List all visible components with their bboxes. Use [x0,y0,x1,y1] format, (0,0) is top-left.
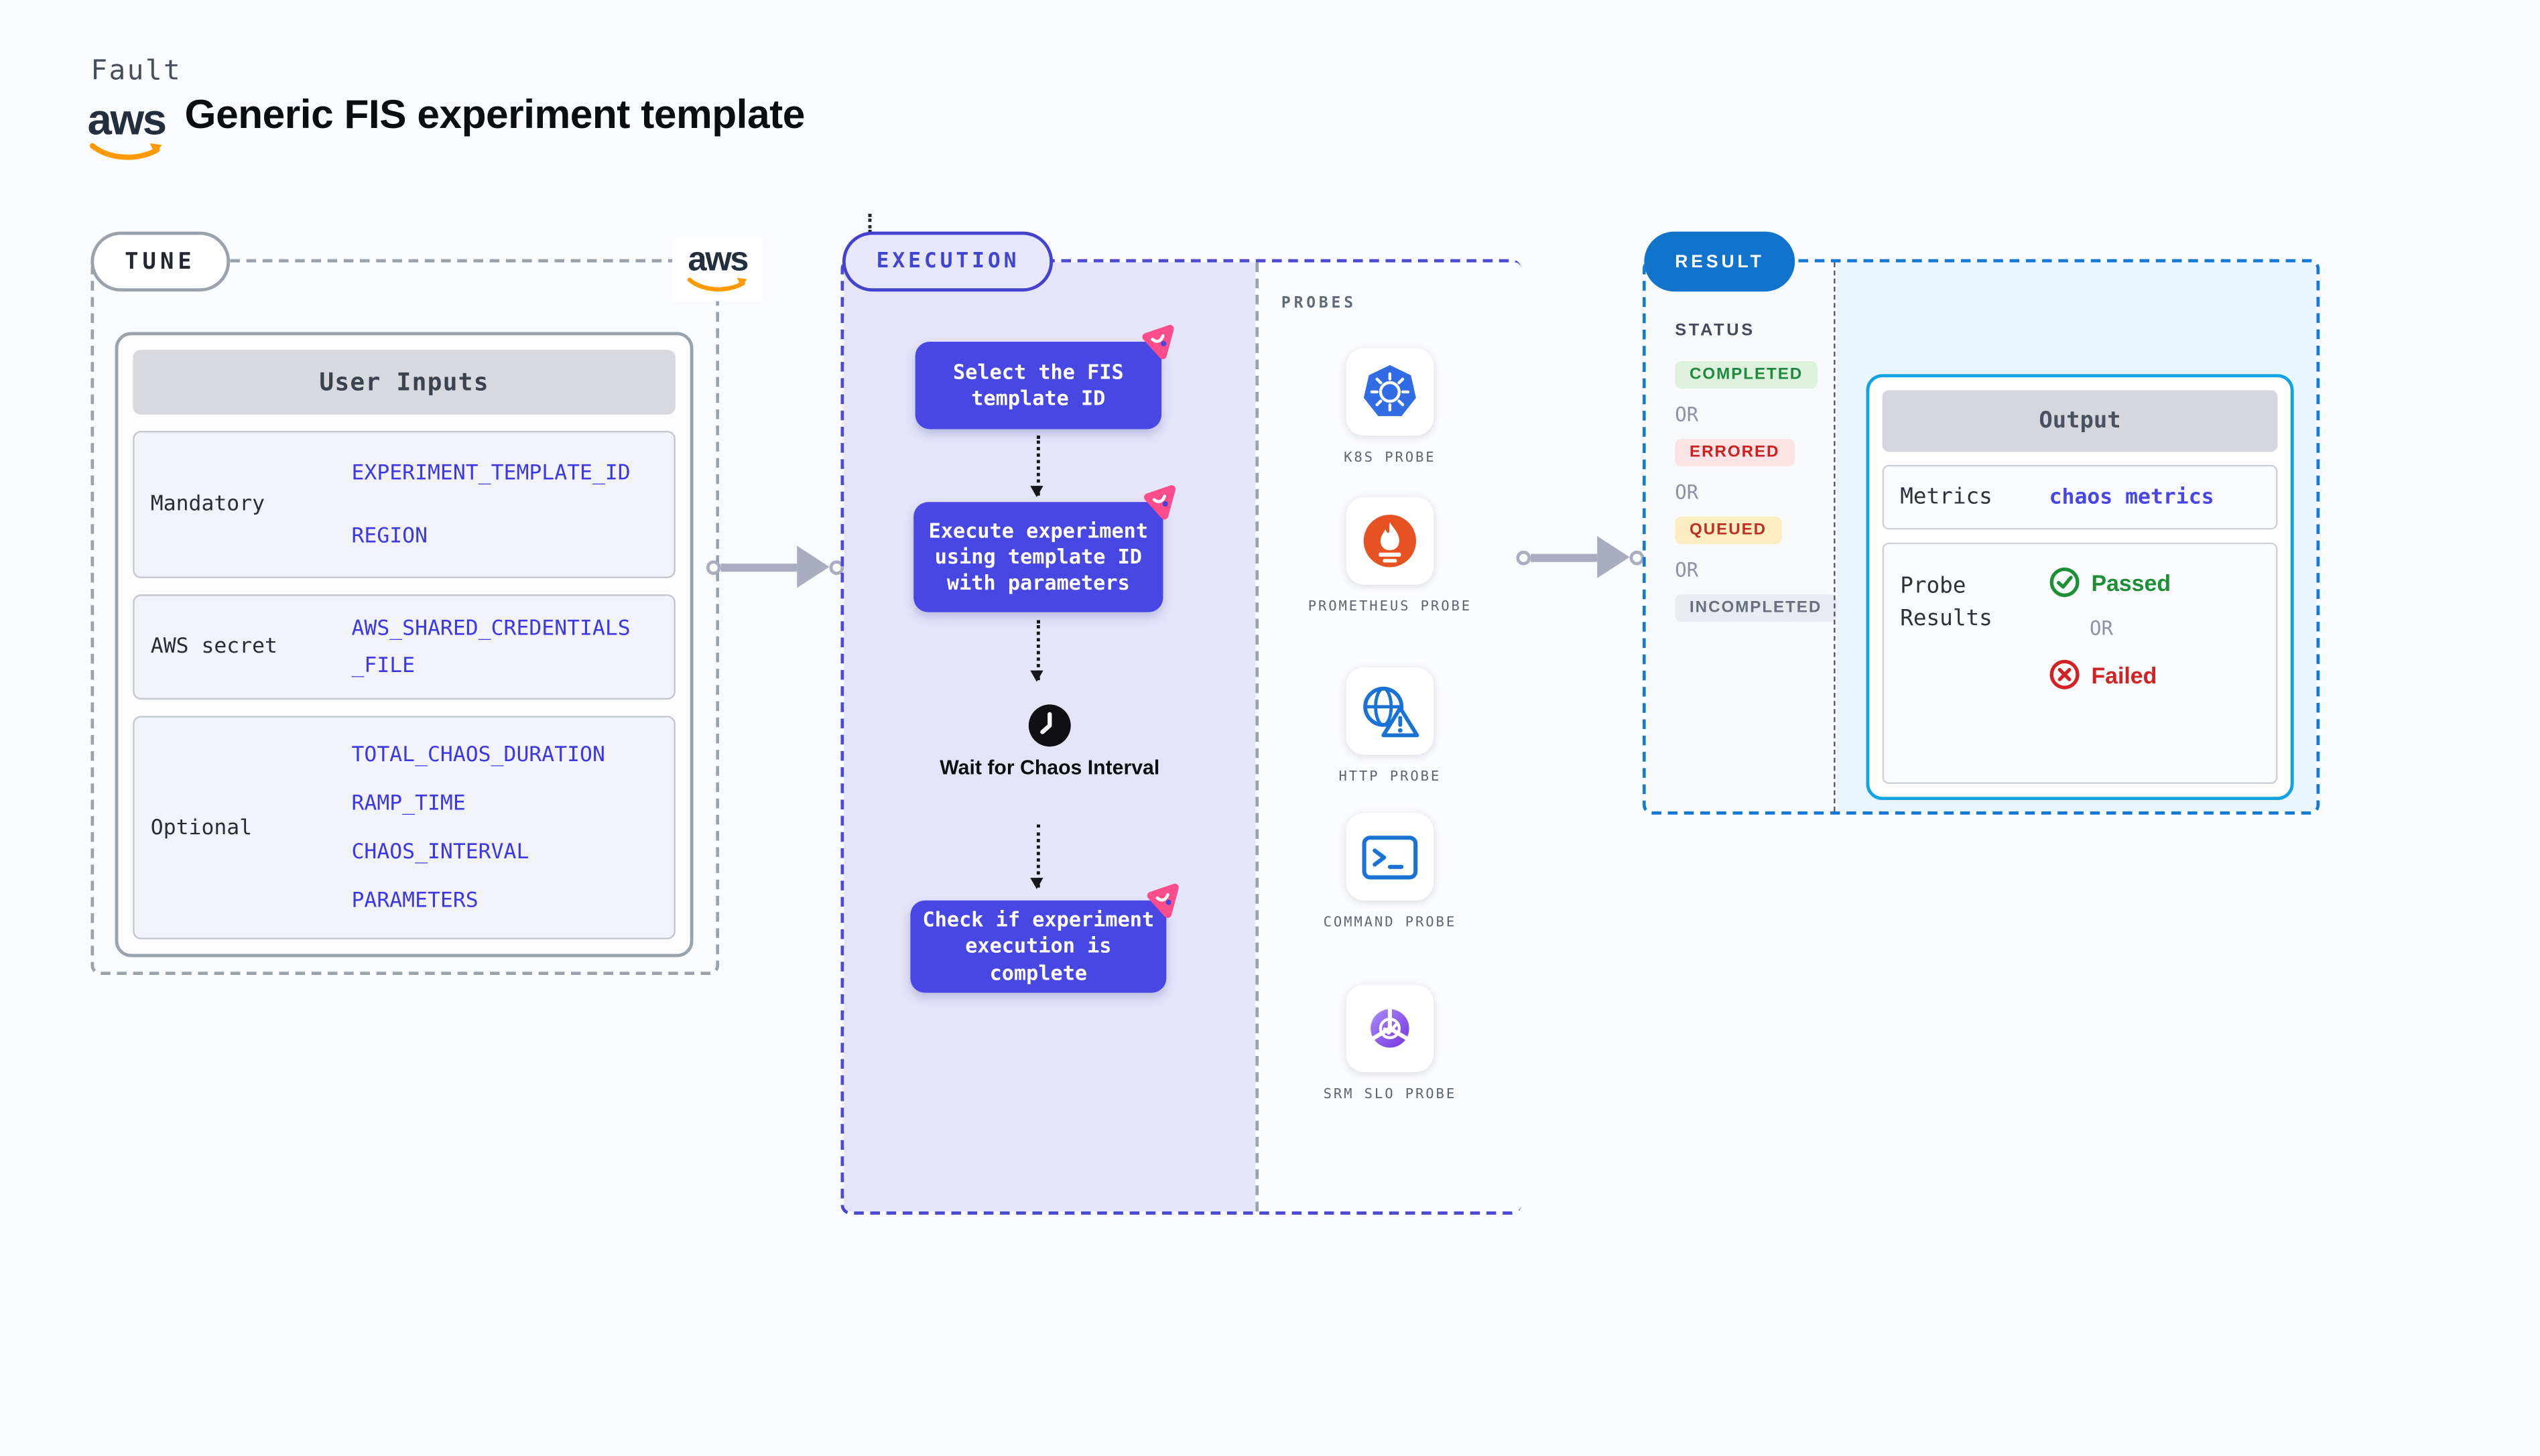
step-execute-experiment: Execute experiment using template ID wit… [913,485,1176,612]
aws-logo: aws [87,95,168,163]
connector-endpoint [1516,549,1531,565]
or-separator: OR [1675,558,1699,582]
flow-arrow-down-icon [1030,436,1044,498]
passed-label: Passed [2091,569,2171,596]
row-label: AWS secret [150,635,278,659]
slo-donut-check-icon [1370,1006,1410,1048]
step-select-template: Select the FIS template ID [915,324,1174,429]
or-separator: OR [2090,616,2113,640]
probe-card [1346,497,1434,585]
failed-verdict: Failed [2049,659,2171,690]
status-badge-completed: COMPLETED [1675,361,1818,389]
tune-section: TUNE aws User Inputs Mandatory EXPERIMEN… [90,231,763,976]
step-check-complete: Check if experiment execution is complet… [910,883,1179,993]
probe-card [1346,667,1434,755]
input-value: CHAOS_INTERVAL [351,840,529,864]
probe-label: PROMETHEUS PROBE [1308,599,1472,616]
wait-step [844,703,1255,748]
fault-label: Fault [90,55,182,88]
execution-connector-stub [868,214,872,234]
probe-card [1346,348,1434,436]
tune-pill: TUNE [90,231,230,292]
probe-item-k8s: K8S PROBE [1259,348,1521,470]
output-header: Output [1882,390,2278,452]
metrics-row: Metrics chaos metrics [1882,464,2278,530]
aws-wordmark: aws [87,95,168,145]
probe-label: SRM SLO PROBE [1323,1086,1457,1104]
probe-label: COMMAND PROBE [1323,915,1457,931]
probe-item-http: HTTP PROBE [1259,667,1521,789]
input-value: PARAMETERS [351,888,479,913]
probes-title: PROBES [1281,294,1356,313]
flow-arrow-down-icon [1030,824,1044,889]
status-output-divider [1834,262,1836,811]
chaos-experiment-icon [1143,485,1176,520]
chaos-experiment-icon [1147,883,1179,918]
table-row-optional: Optional TOTAL_CHAOS_DURATION RAMP_TIME … [133,716,676,939]
result-pill: RESULT [1644,231,1795,292]
arrow-execution-to-result [1516,533,1645,582]
status-badge-incompleted: INCOMPLETED [1675,594,1837,622]
execution-pill: EXECUTION [842,231,1054,292]
wait-step-label: Wait for Chaos Interval [940,756,1160,779]
status-title: STATUS [1675,320,1755,340]
probes-panel: PROBES K8S PROBE [1255,262,1521,1211]
result-section: RESULT STATUS COMPLETED OR ERRORED OR QU… [1642,231,2320,815]
probe-card [1346,813,1434,901]
input-value: AWS_SHARED_CREDENTIALS_FILE [351,616,631,678]
probe-item-srm-slo: SRM SLO PROBE [1259,984,1521,1106]
table-row-aws-secret: AWS secret AWS_SHARED_CREDENTIALS_FILE [133,594,676,700]
prometheus-icon [1363,515,1417,568]
arrow-tune-to-execution [706,543,844,592]
or-separator: OR [1675,480,1699,504]
check-circle-icon [2049,567,2080,597]
connector-endpoint [706,559,721,574]
aws-logo: aws [672,238,763,302]
input-value: EXPERIMENT_TEMPLATE_ID [351,460,631,485]
aws-smile-icon [89,143,162,160]
output-table: Output Metrics chaos metrics Probe Resul… [1866,374,2294,801]
terminal-icon [1362,835,1418,879]
connector-endpoint [1629,549,1645,565]
status-column: STATUS COMPLETED OR ERRORED OR QUEUED OR… [1645,262,1837,811]
row-label: Optional [150,815,253,840]
flow-arrow-down-icon [1030,620,1044,682]
clock-icon [1028,704,1071,747]
metrics-label: Metrics [1900,484,1992,511]
page-title: Generic FIS experiment template [184,92,806,138]
probe-label: K8S PROBE [1344,450,1436,467]
http-globe-warning-icon [1363,686,1419,738]
row-label: Mandatory [150,492,265,517]
input-value: TOTAL_CHAOS_DURATION [351,742,605,767]
execution-flow-panel: Select the FIS template ID Execute exper… [844,262,1256,1211]
input-value: RAMP_TIME [351,791,466,816]
connector-line [1531,553,1598,561]
input-value: REGION [351,523,428,549]
probe-card [1346,984,1434,1073]
probe-item-prometheus: PROMETHEUS PROBE [1259,497,1521,618]
user-inputs-header: User Inputs [133,350,676,415]
table-row-mandatory: Mandatory EXPERIMENT_TEMPLATE_ID REGION [133,430,676,578]
aws-wordmark: aws [688,241,749,279]
arrowhead-icon [797,545,830,588]
connector-line [720,562,798,572]
chaos-experiment-icon [1142,324,1174,359]
status-badge-errored: ERRORED [1675,439,1795,467]
user-inputs-table: User Inputs Mandatory EXPERIMENT_TEMPLAT… [115,332,694,957]
probe-item-command: COMMAND PROBE [1259,813,1521,934]
probe-label: HTTP PROBE [1338,769,1442,786]
failed-label: Failed [2091,661,2157,688]
kubernetes-icon [1363,365,1416,416]
status-badge-queued: QUEUED [1675,517,1781,545]
execution-section: EXECUTION Select the FIS template ID Exe… [840,214,1521,1215]
or-separator: OR [1675,403,1699,426]
probe-results-row: Probe Results Passed OR [1882,542,2278,784]
passed-verdict: Passed [2049,567,2171,598]
metrics-value: chaos metrics [2049,484,2214,510]
aws-smile-icon [687,277,747,291]
arrowhead-icon [1597,536,1630,578]
probe-results-label: Probe Results [1900,573,1992,633]
x-circle-icon [2049,659,2080,689]
